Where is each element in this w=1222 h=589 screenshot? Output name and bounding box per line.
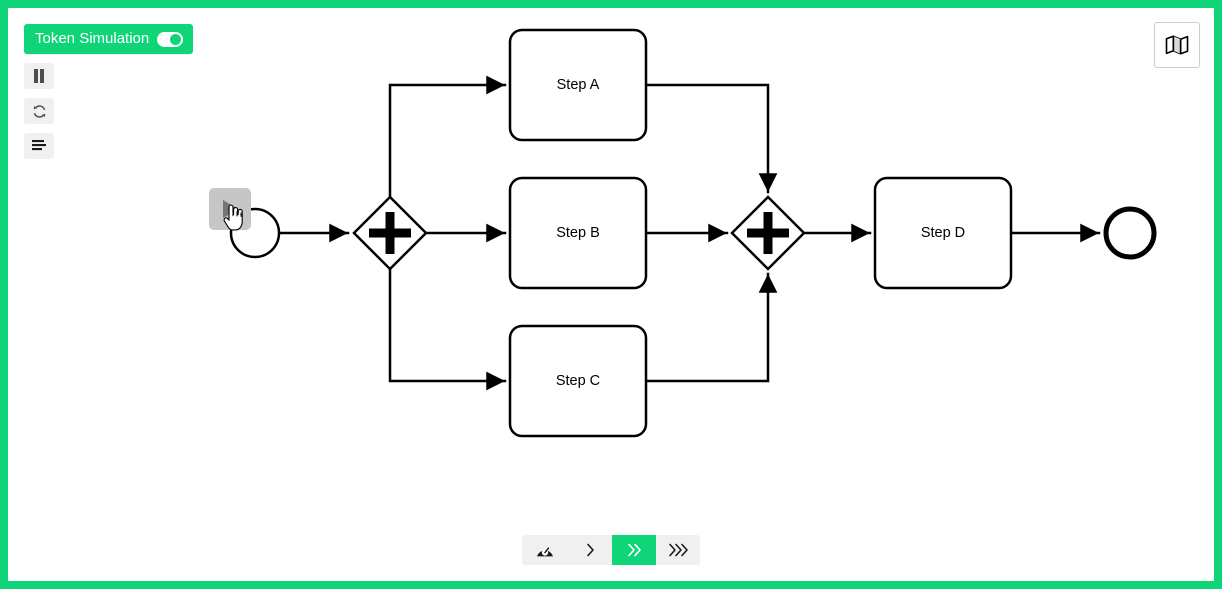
toggle-switch-icon[interactable] — [157, 31, 184, 47]
task-step-a[interactable]: Step A — [508, 28, 648, 142]
map-icon — [1165, 35, 1189, 55]
chevron-single-icon — [586, 543, 594, 557]
flow-split-to-step-a[interactable] — [388, 75, 507, 199]
speed-gauge-icon-wrap — [522, 535, 568, 565]
parallel-gateway-plus-icon — [369, 212, 411, 254]
chevron-double-icon — [627, 543, 641, 557]
log-icon — [32, 140, 46, 151]
chevron-triple-icon — [668, 543, 688, 557]
parallel-gateway-split[interactable] — [352, 195, 428, 271]
show-log-button[interactable] — [24, 133, 54, 159]
flow-step-c-to-join[interactable] — [644, 272, 778, 383]
play-icon — [223, 200, 238, 218]
task-label: Step B — [556, 225, 600, 241]
gauge-icon — [537, 546, 553, 556]
toggle-switch-knob — [170, 33, 182, 45]
flow-split-to-step-c[interactable] — [388, 267, 507, 391]
token-simulation-palette: Token Simulation — [24, 24, 194, 159]
speed-slow-button[interactable] — [568, 535, 612, 565]
task-label: Step A — [557, 77, 600, 93]
task-label: Step D — [921, 225, 965, 241]
task-step-b[interactable]: Step B — [508, 176, 648, 290]
parallel-gateway-join[interactable] — [730, 195, 806, 271]
token-simulation-toggle-label: Token Simulation — [35, 30, 150, 47]
pause-simulation-button[interactable] — [24, 63, 54, 89]
task-step-c[interactable]: Step C — [508, 324, 648, 438]
token-simulation-toggle[interactable]: Token Simulation — [24, 24, 194, 54]
sequence-flow-layer — [277, 75, 1101, 391]
pause-icon — [33, 69, 45, 83]
task-step-d[interactable]: Step D — [873, 176, 1013, 290]
speed-fast-button[interactable] — [656, 535, 700, 565]
reset-icon — [33, 104, 45, 118]
end-event[interactable] — [1103, 206, 1157, 260]
reset-simulation-button[interactable] — [24, 98, 54, 124]
minimap-toggle-button[interactable] — [1154, 22, 1200, 68]
simulation-speed-palette — [522, 535, 700, 565]
start-event-play-overlay[interactable] — [209, 188, 251, 230]
flow-step-a-to-join[interactable] — [644, 83, 778, 194]
speed-normal-button[interactable] — [612, 535, 656, 565]
task-label: Step C — [556, 373, 600, 389]
parallel-gateway-plus-icon — [747, 212, 789, 254]
